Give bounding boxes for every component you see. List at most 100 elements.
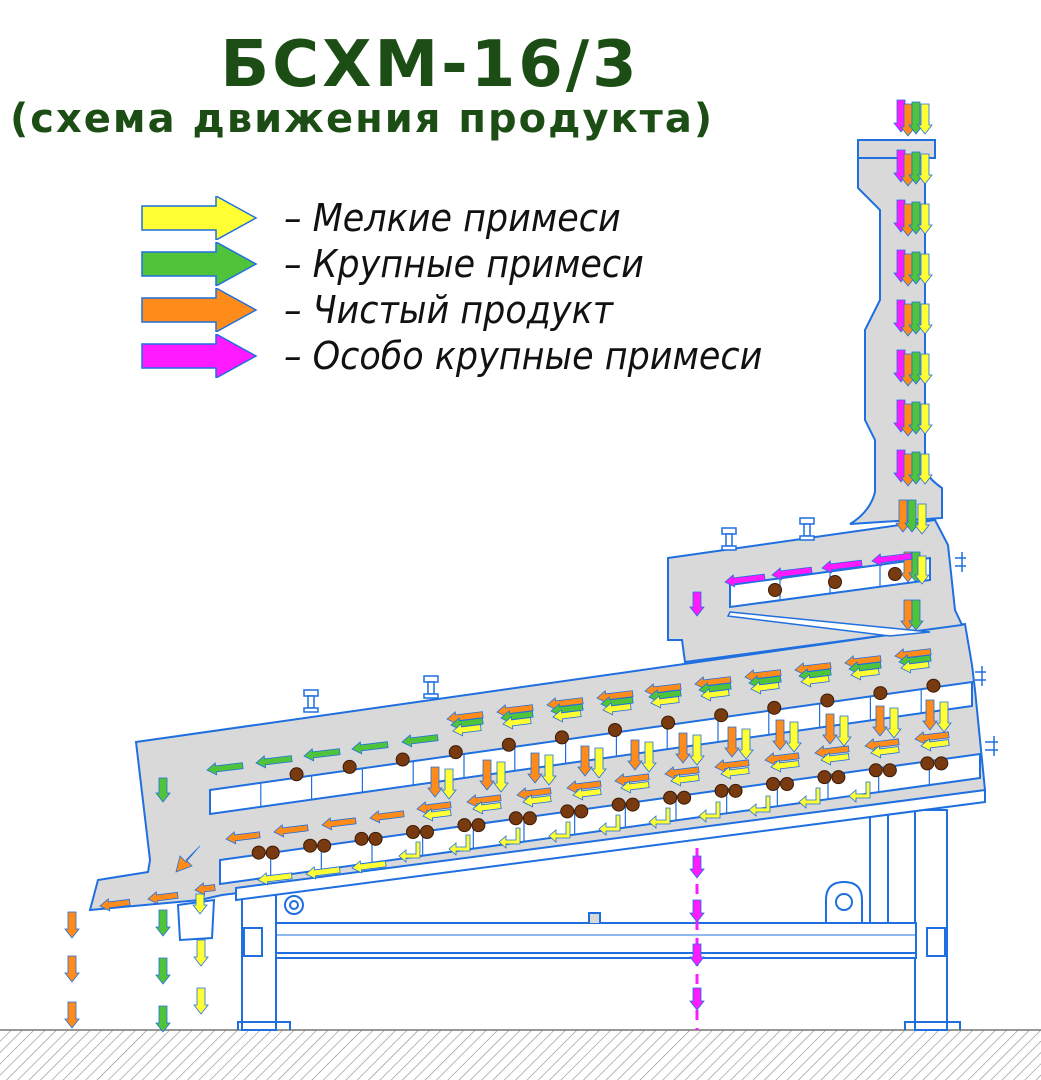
- flow-arrow-hook: [498, 827, 521, 849]
- flow-arrow-left: [194, 882, 216, 896]
- ball: [934, 756, 949, 771]
- flow-arrow-left: [650, 695, 680, 709]
- flow-arrow-left: [771, 566, 813, 581]
- flow-arrow-down: [822, 713, 838, 745]
- ball: [714, 708, 729, 723]
- ball: [289, 767, 304, 782]
- flow-arrow-left: [351, 741, 389, 755]
- flow-arrow-left: [225, 831, 261, 845]
- legend-label-extra-coarse: – Особо крупные примеси: [284, 334, 763, 378]
- ball: [457, 818, 472, 833]
- flow-arrow-down: [192, 893, 208, 915]
- flow-arrow-down: [904, 499, 920, 533]
- ball: [882, 763, 897, 778]
- ball: [406, 825, 420, 839]
- flow-arrow-left: [850, 667, 880, 681]
- ball: [471, 818, 486, 833]
- legend-arrow-magenta: [141, 334, 258, 378]
- flow-arrow-down: [64, 911, 80, 939]
- flow-arrow-left: [472, 801, 502, 815]
- flow-arrow-down: [689, 899, 705, 923]
- flow-arrow-left: [700, 688, 730, 702]
- flow-arrow-down: [493, 761, 509, 793]
- flow-arrow-down: [936, 701, 952, 733]
- flow-arrow-down: [917, 203, 933, 235]
- flow-arrow-down: [917, 453, 933, 485]
- flow-arrow-hook: [398, 841, 421, 863]
- flow-arrow-down: [641, 741, 657, 773]
- flow-arrow-left: [257, 872, 293, 886]
- flow-arrow-down: [577, 745, 593, 777]
- ball: [625, 797, 640, 812]
- flow-arrow-left: [206, 762, 244, 776]
- flow-arrow-hook: [448, 834, 471, 856]
- ball: [831, 770, 846, 785]
- flow-arrow-hook: [598, 814, 621, 836]
- flow-arrow-left: [369, 810, 405, 824]
- flow-arrow-hook: [748, 795, 771, 817]
- flow-arrow-down: [427, 766, 443, 798]
- flow-arrow-left: [99, 898, 131, 912]
- ball: [354, 831, 369, 846]
- flow-arrow-down: [772, 719, 788, 751]
- flow-arrow-left: [552, 709, 582, 723]
- flow-arrow-down: [914, 503, 930, 535]
- ball: [608, 723, 622, 737]
- flow-arrow-down: [738, 728, 754, 760]
- flow-arrow-left: [750, 681, 780, 695]
- flow-arrow-down: [786, 721, 802, 753]
- flow-arrow-down: [193, 939, 209, 967]
- ball: [501, 737, 516, 752]
- flow-arrow-left: [670, 773, 700, 787]
- flow-arrow-down: [155, 1005, 171, 1033]
- flow-arrow-down: [689, 943, 705, 967]
- ball: [420, 825, 434, 839]
- ball: [828, 575, 842, 589]
- ball: [574, 804, 589, 819]
- flow-arrow-down: [917, 253, 933, 285]
- flow-arrow-down: [479, 759, 495, 791]
- ball: [522, 811, 537, 826]
- flow-arrow-down: [689, 734, 705, 766]
- flow-arrow-left: [502, 716, 532, 730]
- ball: [265, 845, 280, 860]
- flow-arrow-down: [872, 705, 888, 737]
- flow-arrow-left: [401, 734, 439, 748]
- flow-arrow-left: [351, 860, 387, 874]
- flow-arrows: [64, 99, 952, 1033]
- ball: [926, 678, 941, 693]
- flow-arrow-hook: [848, 781, 871, 803]
- ball: [611, 797, 626, 812]
- ball: [560, 804, 575, 819]
- legend-label-fine: – Мелкие примеси: [284, 196, 621, 240]
- flow-arrow-left: [720, 766, 750, 780]
- ball: [317, 838, 332, 853]
- ball: [728, 783, 743, 798]
- ball: [303, 838, 318, 853]
- sieve-deck: [235, 788, 986, 902]
- ball: [820, 693, 835, 708]
- flow-arrow-down: [886, 707, 902, 739]
- flow-arrow-down: [917, 153, 933, 185]
- flow-arrow-down: [908, 599, 924, 631]
- flow-arrow-left: [820, 752, 850, 766]
- ball: [780, 777, 794, 791]
- flow-arrow-down: [675, 732, 691, 764]
- flow-arrow-down: [64, 955, 80, 983]
- legend-label-clean: – Чистый продукт: [284, 288, 614, 332]
- flow-arrow-down: [836, 715, 852, 747]
- ball: [508, 811, 523, 826]
- flow-arrow-left: [800, 674, 830, 688]
- flow-arrow-down: [689, 591, 705, 617]
- ball: [677, 790, 692, 805]
- flow-arrow-left: [920, 738, 950, 752]
- flow-arrow-hook: [648, 807, 671, 829]
- ball: [661, 715, 676, 730]
- flow-arrow-left: [255, 755, 293, 769]
- diagram-subtitle: (схема движения продукта): [10, 96, 715, 142]
- flow-arrow-down: [541, 754, 557, 786]
- flow-arrow-down: [441, 768, 457, 800]
- flow-arrow-left: [870, 745, 900, 759]
- flow-arrow-down: [155, 957, 171, 985]
